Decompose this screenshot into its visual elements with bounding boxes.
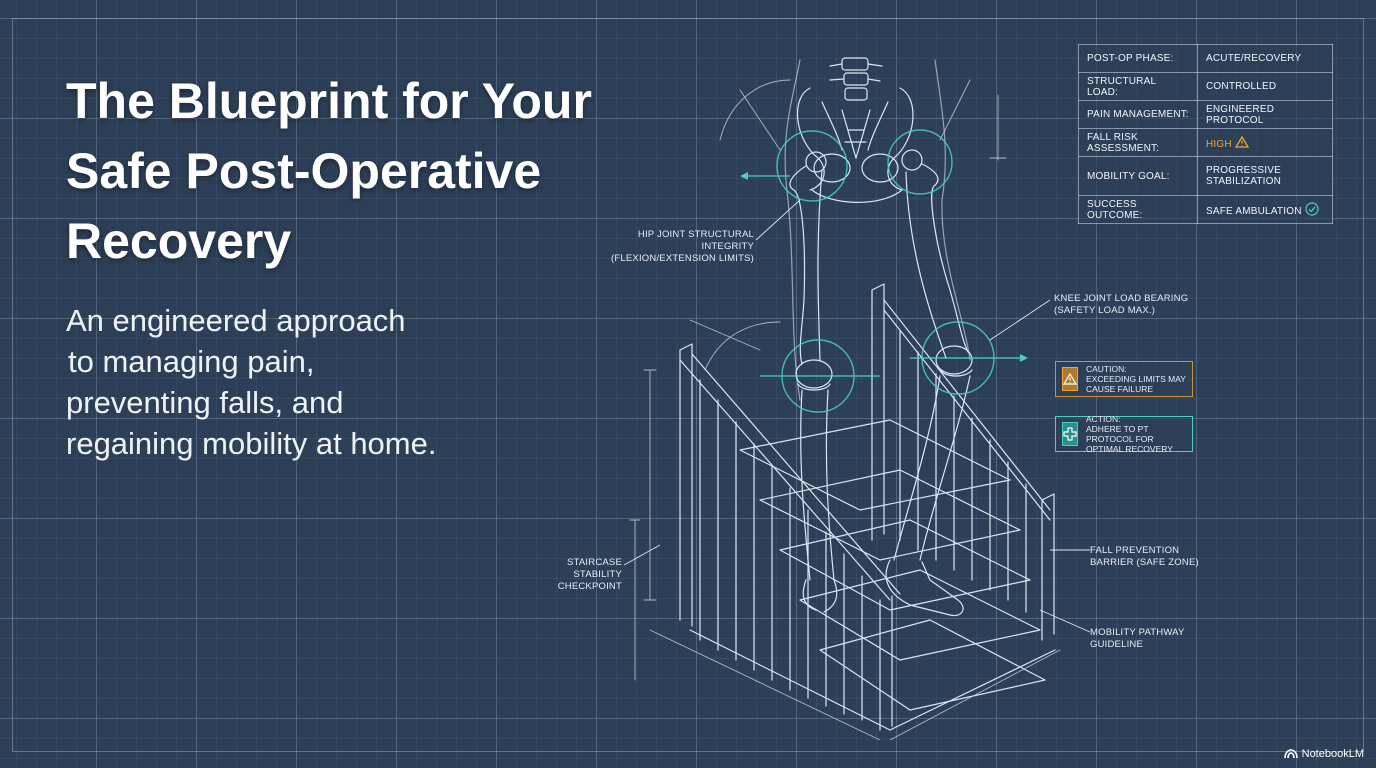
table-row: STRUCTURAL LOAD: CONTROLLED xyxy=(1078,72,1333,101)
caution-icon-wrap xyxy=(1062,367,1078,391)
spec-value: ENGINEERED PROTOCOL xyxy=(1197,100,1333,129)
knee-icon xyxy=(795,345,973,391)
subtitle-line: regaining mobility at home. xyxy=(66,426,437,461)
caution-body: EXCEEDING LIMITS MAY CAUSE FAILURE xyxy=(1086,374,1186,394)
action-heading: ACTION: xyxy=(1086,414,1121,424)
staircase-annotation: STAIRCASE STABILITY CHECKPOINT xyxy=(557,557,622,592)
blueprint-frame xyxy=(12,18,1364,752)
spec-label: POST-OP PHASE: xyxy=(1078,44,1198,73)
medical-cross-icon xyxy=(1063,427,1077,441)
hip-joint-annotation: HIP JOINT STRUCTURAL INTEGRITY (FLEXION/… xyxy=(611,229,754,264)
joint-highlight-rings xyxy=(745,129,1025,413)
spec-label: MOBILITY GOAL: xyxy=(1078,156,1198,196)
table-row: SUCCESS OUTCOME: SAFE AMBULATION xyxy=(1078,195,1333,224)
action-text: ACTION: ADHERE TO PT PROTOCOL FOR OPTIMA… xyxy=(1086,414,1192,454)
spec-value: PROGRESSIVE STABILIZATION xyxy=(1197,156,1333,196)
spec-label: FALL RISK ASSESSMENT: xyxy=(1078,128,1198,157)
table-row: POST-OP PHASE: ACUTE/RECOVERY xyxy=(1078,44,1333,73)
action-box: ACTION: ADHERE TO PT PROTOCOL FOR OPTIMA… xyxy=(1055,414,1193,454)
knee-joint-annotation: KNEE JOINT LOAD BEARING (SAFETY LOAD MAX… xyxy=(1054,293,1189,316)
spec-value: ACUTE/RECOVERY xyxy=(1197,44,1333,73)
notebooklm-logo-icon xyxy=(1283,749,1298,759)
spine-icon xyxy=(829,57,883,101)
fall-barrier-annotation: FALL PREVENTION BARRIER (SAFE ZONE) xyxy=(1090,545,1199,568)
spec-table: POST-OP PHASE: ACUTE/RECOVERY STRUCTURAL… xyxy=(1078,44,1333,224)
spec-value: CONTROLLED xyxy=(1197,72,1333,101)
action-icon-wrap xyxy=(1062,422,1078,446)
brand-logo: NotebookLM xyxy=(1283,748,1364,760)
table-row: PAIN MANAGEMENT: ENGINEERED PROTOCOL xyxy=(1078,100,1333,129)
subtitle-line: preventing falls, and xyxy=(66,385,344,420)
brand-name: NotebookLM xyxy=(1301,748,1364,760)
spec-label: PAIN MANAGEMENT: xyxy=(1078,100,1198,129)
dimension-lines xyxy=(629,79,1061,740)
spec-value-cell: HIGH xyxy=(1197,128,1333,157)
action-body: ADHERE TO PT PROTOCOL FOR OPTIMAL RECOVE… xyxy=(1086,424,1173,454)
warning-icon xyxy=(1063,373,1077,385)
subtitle: An engineered approach to managing pain,… xyxy=(66,300,546,464)
pelvis-icon xyxy=(796,87,914,203)
arrow-heads xyxy=(740,172,1028,362)
caution-box: CAUTION: EXCEEDING LIMITS MAY CAUSE FAIL… xyxy=(1055,361,1193,397)
warning-icon xyxy=(1234,135,1249,148)
subtitle-line: An engineered approach xyxy=(66,303,406,338)
table-row: MOBILITY GOAL: PROGRESSIVE STABILIZATION xyxy=(1078,156,1333,196)
spec-value: SAFE AMBULATION xyxy=(1206,206,1302,217)
mobility-pathway-annotation: MOBILITY PATHWAY GUIDELINE xyxy=(1090,627,1185,650)
check-circle-icon xyxy=(1305,202,1319,216)
spec-label: SUCCESS OUTCOME: xyxy=(1078,195,1198,224)
page-title: The Blueprint for Your Safe Post-Operati… xyxy=(66,73,592,269)
skeleton-staircase-illustration xyxy=(629,57,1061,740)
spec-label: STRUCTURAL LOAD: xyxy=(1078,72,1198,101)
staircase-icon xyxy=(679,283,1056,731)
table-row: FALL RISK ASSESSMENT: HIGH xyxy=(1078,128,1333,157)
caution-text: CAUTION: EXCEEDING LIMITS MAY CAUSE FAIL… xyxy=(1086,364,1192,394)
caution-heading: CAUTION: xyxy=(1086,364,1127,374)
spec-value-cell: SAFE AMBULATION xyxy=(1197,195,1333,224)
femur-icon xyxy=(789,149,969,365)
subtitle-line: to managing pain, xyxy=(68,344,315,379)
spec-value: HIGH xyxy=(1206,138,1232,150)
